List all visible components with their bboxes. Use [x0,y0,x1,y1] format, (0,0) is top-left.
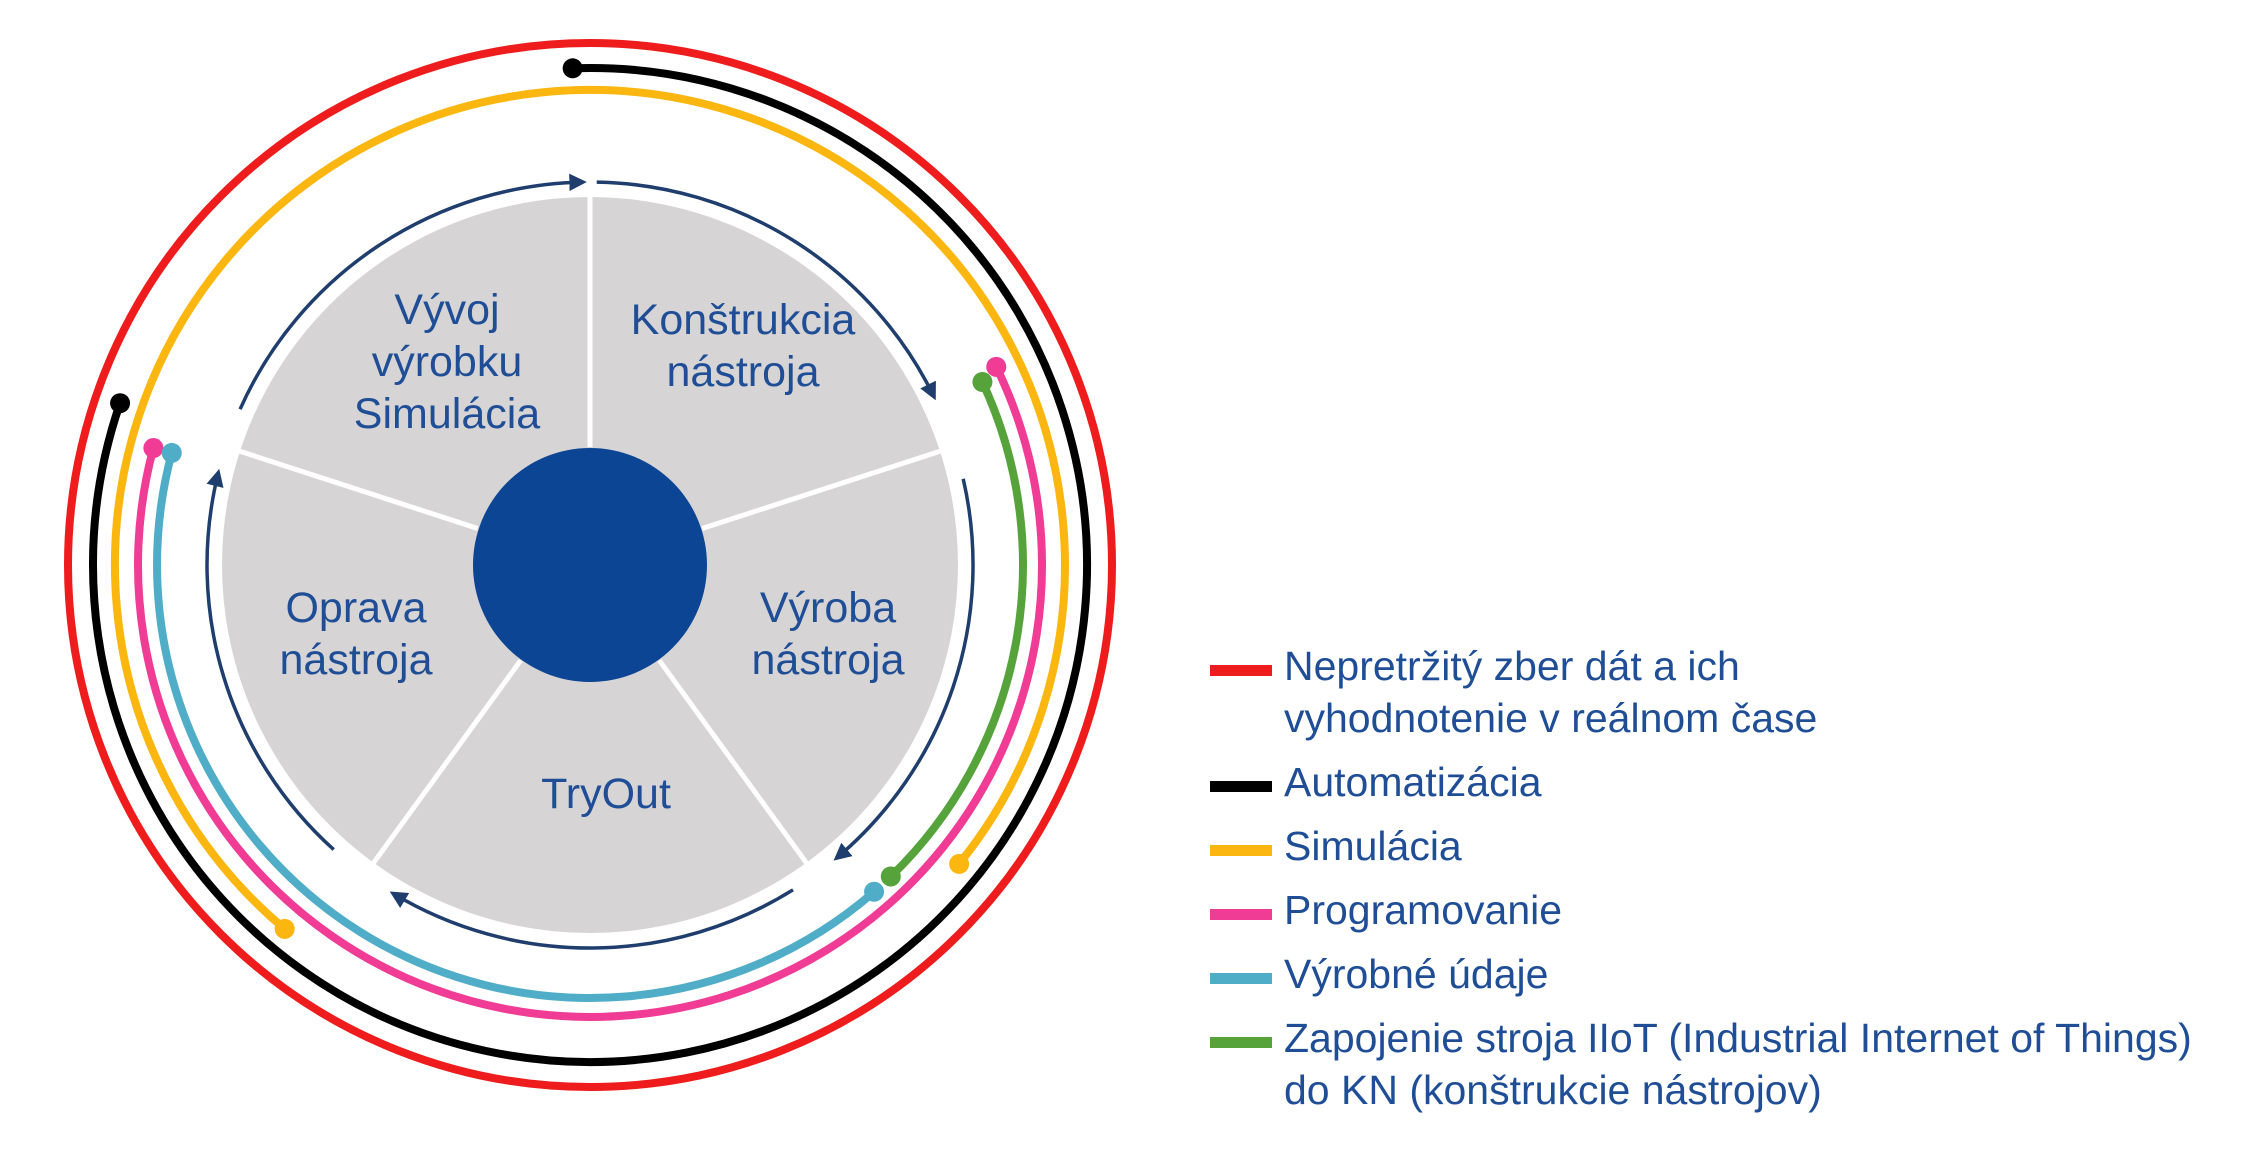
legend-label: Nepretržitý zber dát a ich vyhodnotenie v… [1284,640,1817,744]
segment-divider-2 [657,658,810,866]
outer-arc-pink [134,365,1046,1021]
segment-label-line: Oprava [285,584,426,632]
legend-item-yellow: Simulácia [1210,820,2230,872]
cycle-arrow-1 [833,478,975,861]
cycle-arrow-2 [389,888,794,950]
legend-label-line: Automatizácia [1284,759,1542,805]
legend-item-pink: Programovanie [1210,884,2230,936]
legend-swatch [1210,973,1272,984]
legend-label-line: Programovanie [1284,887,1563,933]
legend-label-line: Zapojenie stroja IIoT (Industrial Intern… [1284,1015,2192,1061]
outer-arc-lightblue-endpoint-0 [864,881,885,902]
outer-arcs-group [64,39,1116,1091]
segment-divider-1 [701,448,943,531]
segment-label-line: Simulácia [354,390,540,438]
cycle-arrow-4 [238,173,587,410]
segment-label-line: nástroja [752,636,905,684]
legend-label: Výrobné údaje [1284,948,1548,1000]
segment-divider-3 [370,658,523,866]
segment-label-line: Výroba [760,584,896,632]
outer-arc-pink-endpoint-1 [143,438,164,459]
outer-arc-black-endpoint-0 [562,58,583,79]
outer-arc-black-endpoint-1 [110,393,131,414]
segment-label-line: TryOut [541,770,671,818]
legend-swatch [1210,1037,1272,1048]
legend-item-green: Zapojenie stroja IIoT (Industrial Intern… [1210,1012,2230,1116]
segment-divider-4 [237,448,479,531]
outer-arc-green-endpoint-1 [880,866,901,887]
cycle-arrow-3 [205,468,335,851]
legend-swatch [1210,781,1272,792]
legend-label-line: Výrobné údaje [1284,951,1549,997]
segment-label-line: výrobku [372,338,523,386]
outer-arc-black [89,63,1092,1066]
legend-label-line: Nepretržitý zber dát a ich [1284,643,1740,689]
outer-arc-lightblue-endpoint-1 [161,442,182,463]
segment-label-line: nástroja [667,348,820,396]
cycle-arrow-0 [596,180,936,401]
segment-label-line: nástroja [280,636,433,684]
segment-label-line: Konštrukcia [631,296,856,344]
legend-label-line: vyhodnotenie v reálnom čase [1284,695,1818,741]
outer-arc-yellow [110,85,1069,932]
outer-arc-yellow-endpoint-0 [274,918,295,939]
cycle-arrows-group [205,173,975,950]
legend-label: Programovanie [1284,884,1562,936]
legend-label: Automatizácia [1284,756,1542,808]
legend-swatch [1210,909,1272,920]
legend-item-black: Automatizácia [1210,756,2230,808]
outer-arc-green [888,380,1027,880]
legend-label-line: do KN (konštrukcie nástrojov) [1284,1067,1822,1113]
segment-label-tryout: TryOut [541,770,671,818]
outer-arc-green-endpoint-0 [972,372,993,393]
legend-item-lightblue: Výrobné údaje [1210,948,2230,1000]
legend-label-line: Simulácia [1284,823,1462,869]
segment-label-line: Vývoj [394,286,499,334]
outer-arc-red [64,39,1116,1091]
outer-arc-lightblue [153,451,877,1003]
legend-label: Simulácia [1284,820,1462,872]
center-hub [473,448,707,682]
outer-arc-pink-endpoint-0 [986,356,1007,377]
legend: Nepretržitý zber dát a ich vyhodnotenie v… [1210,640,2230,1128]
legend-label: Zapojenie stroja IIoT (Industrial Intern… [1284,1012,2192,1116]
legend-item-red: Nepretržitý zber dát a ich vyhodnotenie v… [1210,640,2230,744]
outer-arc-yellow-endpoint-1 [949,853,970,874]
legend-swatch [1210,845,1272,856]
legend-swatch [1210,665,1272,676]
